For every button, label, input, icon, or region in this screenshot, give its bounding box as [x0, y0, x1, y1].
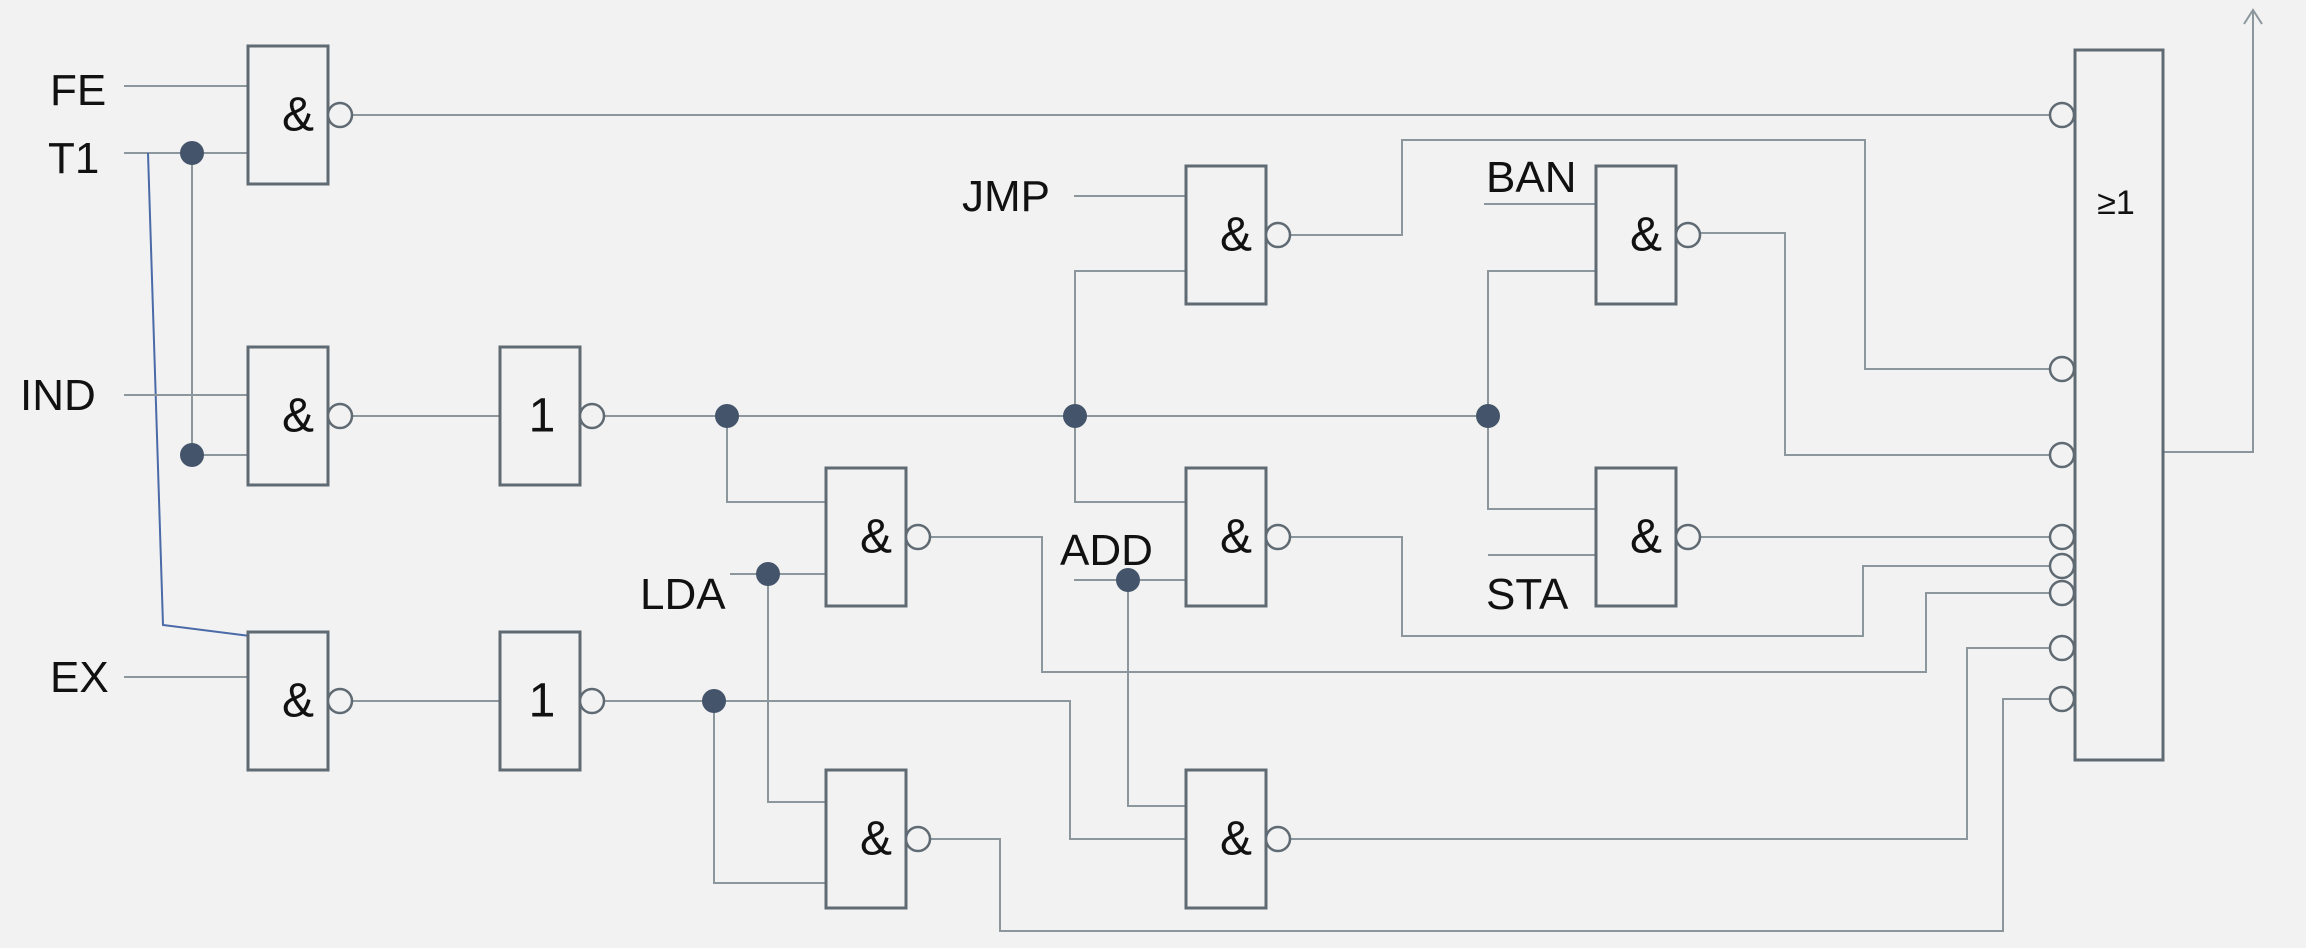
- and-gate-ind: &: [246, 345, 354, 487]
- and-gate-ex: &: [246, 630, 354, 772]
- and-symbol: &: [860, 511, 892, 564]
- junction-bus-a-1: [715, 404, 739, 428]
- and-gate-sta: &: [1594, 466, 1702, 608]
- or-gate: ≥1: [2048, 48, 2165, 762]
- not-symbol: 1: [529, 675, 556, 728]
- junction-lda: [756, 562, 780, 586]
- and-symbol: &: [1220, 813, 1252, 866]
- and-symbol: &: [1630, 209, 1662, 262]
- or-symbol: ≥1: [2097, 184, 2135, 222]
- and-gate-add: &: [1184, 466, 1292, 608]
- label-lda: LDA: [640, 570, 726, 619]
- label-fe: FE: [50, 66, 106, 115]
- input-labels: FE T1 IND EX JMP BAN LDA ADD STA: [20, 66, 1576, 702]
- junction-bus-a-2: [1063, 404, 1087, 428]
- label-sta: STA: [1486, 570, 1569, 619]
- and-symbol: &: [1220, 209, 1252, 262]
- not-gate-2: 1: [498, 630, 606, 772]
- junctions: [180, 141, 1500, 713]
- not-gate-1: 1: [498, 345, 606, 487]
- and-gate-fe-t1: &: [246, 44, 354, 186]
- and-gate-jmp: &: [1184, 164, 1292, 306]
- and-symbol: &: [282, 675, 314, 728]
- and-symbol: &: [282, 390, 314, 443]
- and-gate-lda-bottom: &: [824, 768, 932, 910]
- and-gate-bottom-right: &: [1184, 768, 1292, 910]
- label-ban: BAN: [1486, 153, 1576, 202]
- and-symbol: &: [860, 813, 892, 866]
- label-t1: T1: [48, 134, 99, 183]
- and-gate-ban: &: [1594, 164, 1702, 306]
- label-add: ADD: [1060, 526, 1153, 575]
- not-symbol: 1: [529, 390, 556, 443]
- label-ex: EX: [50, 653, 109, 702]
- and-symbol: &: [1220, 511, 1252, 564]
- and-symbol: &: [1630, 511, 1662, 564]
- and-gate-lda-top: &: [824, 466, 932, 608]
- and-symbol: &: [282, 89, 314, 142]
- junction-t1: [180, 141, 204, 165]
- label-jmp: JMP: [962, 172, 1050, 221]
- junction-bus-a-3: [1476, 404, 1500, 428]
- label-ind: IND: [20, 371, 96, 420]
- junction-bus-b: [702, 689, 726, 713]
- junction-t1-ind: [180, 443, 204, 467]
- junction-add: [1116, 568, 1140, 592]
